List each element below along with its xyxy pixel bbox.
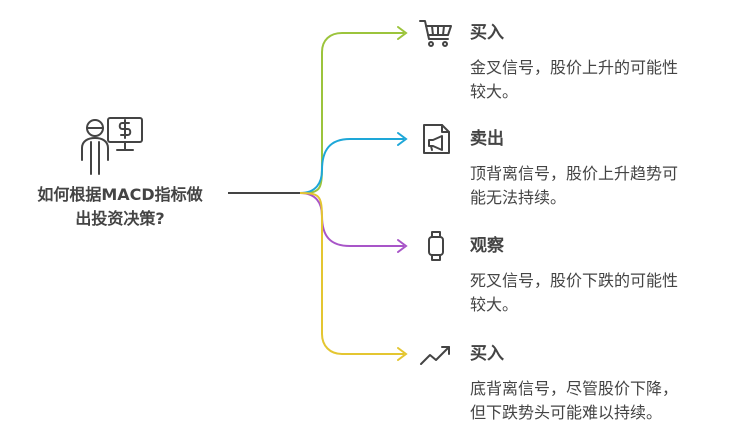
watch-icon bbox=[418, 228, 454, 264]
branch-title-buy-1: 买入 bbox=[470, 23, 504, 43]
branch-arrowhead-observe bbox=[397, 239, 408, 253]
branch-desc-observe-line-1: 死叉信号，股价下跌的可能性 bbox=[470, 271, 679, 290]
branch-title-buy-2: 买入 bbox=[470, 344, 504, 364]
branch-desc-sell-line-2: 能无法持续。 bbox=[470, 188, 567, 207]
trending-up-icon bbox=[418, 336, 454, 372]
branch-desc-observe: 死叉信号，股价下跌的可能性 较大。 bbox=[470, 269, 738, 317]
branch-connector-observe bbox=[299, 192, 404, 247]
branch-connector-sell bbox=[299, 138, 404, 194]
branch-desc-buy-1: 金叉信号，股价上升的可能性 较大。 bbox=[470, 56, 738, 104]
branch-desc-buy-2-line-2: 但下跌势头可能难以持续。 bbox=[470, 403, 663, 422]
megaphone-icon bbox=[418, 121, 454, 157]
central-title-line-1: 如何根据MACD指标做 bbox=[37, 185, 203, 204]
central-title-line-2: 出投资决策? bbox=[75, 209, 165, 228]
branch-arrowhead-buy-1 bbox=[397, 26, 408, 40]
branch-desc-buy-1-line-2: 较大。 bbox=[470, 82, 519, 101]
branch-desc-buy-2-line-1: 底背离信号，尽管股价下降， bbox=[470, 379, 679, 398]
branch-desc-buy-1-line-1: 金叉信号，股价上升的可能性 bbox=[470, 58, 679, 77]
branch-desc-observe-line-2: 较大。 bbox=[470, 295, 519, 314]
branch-title-sell: 卖出 bbox=[470, 129, 504, 149]
branch-desc-buy-2: 底背离信号，尽管股价下降， 但下跌势头可能难以持续。 bbox=[470, 377, 738, 425]
central-topic: 如何根据MACD指标做 出投资决策? bbox=[0, 183, 240, 231]
branch-title-observe: 观察 bbox=[470, 236, 504, 256]
branch-desc-sell-line-1: 顶背离信号，股价上升趋势可 bbox=[470, 164, 679, 183]
branch-arrowhead-buy-2 bbox=[397, 347, 408, 361]
branch-connector-buy-2 bbox=[299, 192, 404, 355]
investor-icon bbox=[81, 117, 143, 175]
shopping-cart-icon bbox=[418, 15, 454, 51]
branch-arrowhead-sell bbox=[397, 132, 408, 146]
branch-desc-sell: 顶背离信号，股价上升趋势可 能无法持续。 bbox=[470, 162, 738, 210]
branch-connector-buy-1 bbox=[299, 32, 404, 194]
